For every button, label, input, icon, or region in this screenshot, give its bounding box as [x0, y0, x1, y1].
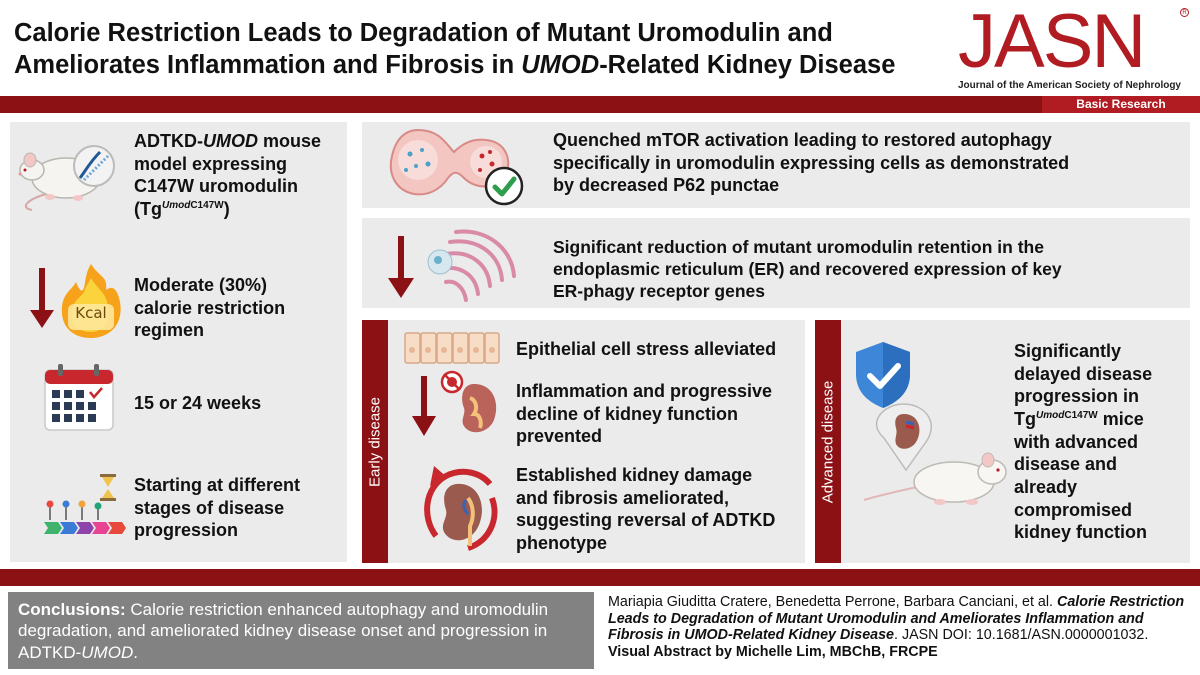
journal-logo[interactable]: JASN R Journal of the American Society o…	[958, 4, 1190, 91]
er-icon	[427, 229, 516, 302]
cell-dividing-icon	[389, 128, 510, 196]
epithelium-icon	[404, 332, 500, 364]
mouse-icon	[18, 145, 115, 211]
shield-check-icon	[856, 342, 910, 408]
er-finding: Significant reduction of mutant uromodul…	[553, 237, 1062, 302]
title-line-1: Calorie Restriction Leads to Degradation…	[14, 19, 833, 47]
early-item-fibrosis: Established kidney damage and fibrosis a…	[516, 465, 776, 554]
kidney-cycle-icon	[424, 466, 498, 551]
mtor-finding: Quenched mTOR activation leading to rest…	[553, 130, 1070, 196]
journal-name: Journal of the American Society of Nephr…	[958, 80, 1181, 91]
duration-text: 15 or 24 weeks	[134, 393, 262, 413]
mouse-kidney-icon	[863, 403, 1007, 505]
kcal-flame-icon	[61, 264, 121, 338]
down-arrow-icon	[412, 376, 436, 436]
early-item-stress: Epithelial cell stress alleviated	[516, 339, 777, 359]
er-panel	[362, 218, 1190, 308]
journal-logo-word: JASN	[958, 0, 1146, 84]
early-disease-tab: Early disease	[362, 320, 388, 563]
calendar-icon	[44, 364, 114, 431]
down-arrow-icon	[388, 236, 414, 298]
model-description: ADTKD-UMOD mouse model expressing C147W …	[134, 131, 322, 220]
kidney-icon	[440, 370, 497, 433]
early-item-inflammation: Inflammation and progressive decline of …	[516, 381, 773, 447]
advanced-disease-tab: Advanced disease	[815, 320, 841, 563]
check-badge-icon[interactable]	[484, 166, 524, 206]
stages-description: Starting at different stages of disease …	[134, 475, 301, 541]
advanced-finding: Significantly delayed disease progressio…	[1014, 341, 1153, 543]
title-line-2: Ameliorates Inflammation and Fibrosis in…	[14, 50, 896, 79]
citation[interactable]: Mariapia Giuditta Cratere, Benedetta Per…	[608, 594, 1185, 661]
conclusions-box: Conclusions: Calorie restriction enhance…	[8, 592, 594, 669]
regimen-description: Moderate (30%) calorie restriction regim…	[134, 275, 286, 341]
conclusions-label: Conclusions:	[18, 600, 126, 619]
down-arrow-icon	[30, 268, 54, 328]
article-type-badge: Basic Research	[1042, 96, 1200, 113]
kcal-label: Kcal	[75, 304, 107, 322]
header-divider	[0, 96, 1200, 113]
registered-mark: R	[1180, 8, 1189, 17]
page-title: Calorie Restriction Leads to Degradation…	[14, 18, 914, 82]
timeline-icon	[44, 474, 126, 534]
footer-divider	[0, 569, 1200, 586]
